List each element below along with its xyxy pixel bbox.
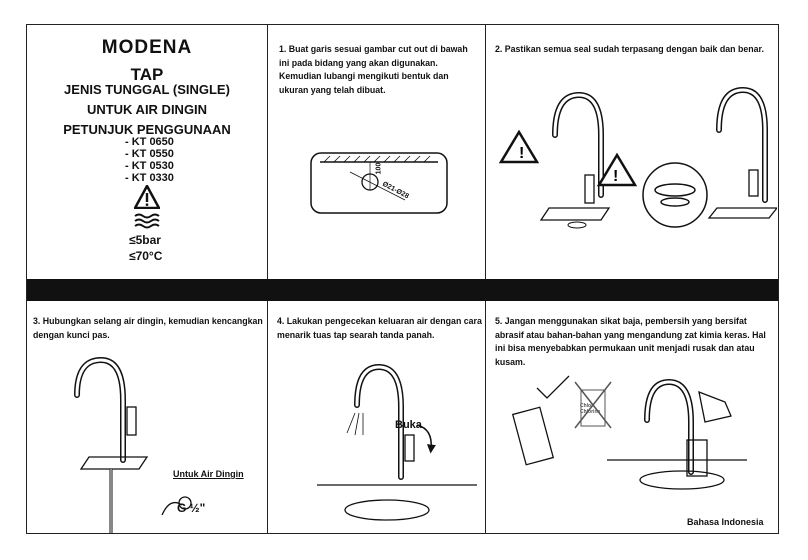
step-3-text: 3. Hubungkan selang air dingin, kemudian… [33,316,263,340]
model-list: - KT 0650 - KT 0550 - KT 0530 - KT 0330 [125,136,174,184]
brand-logo: MODENA [101,37,193,58]
step-1-text: 1. Buat garis sesuai gambar cut out di b… [279,44,468,95]
model-item: - KT 0330 [125,172,174,184]
product-usage: UNTUK AIR DINGIN [86,102,208,117]
chlorine-label: Chlor Chlorine [580,403,601,415]
pressure-spec: ≤5bar [129,233,161,247]
tap-with-seal-diagram: ! ! [498,86,777,229]
step-2-text: 2. Pastikan semua seal sudah terpasang d… [495,44,764,54]
svg-text:!: ! [519,145,524,162]
step-5-text: 5. Jangan menggunakan sikat baja, pember… [495,316,766,367]
product-type: JENIS TUNGGAL (SINGLE) [64,82,230,97]
open-label: Buka [395,419,422,431]
instruction-sheet: MODENA TAP JENIS TUNGGAL (SINGLE) UNTUK … [26,24,779,534]
cleaning-warning-diagram [511,375,747,490]
manual-title: PETUNJUK PENGGUNAAN [63,122,231,137]
model-item: - KT 0650 [125,136,174,148]
thread-size-label: G ½" [177,501,206,515]
warning-icon [134,185,160,209]
model-item: - KT 0530 [125,160,174,172]
cutout-diagram [310,152,448,214]
model-item: - KT 0550 [125,148,174,160]
product-title: TAP [130,65,164,84]
temperature-spec: ≤70°C [129,249,163,263]
cold-water-label: Untuk Air Dingin [173,469,244,479]
cutout-dim-depth: 100 [375,162,383,175]
water-waves-icon [134,213,160,229]
language-label: Bahasa Indonesia [687,517,764,527]
step-4-text: 4. Lakukan pengecekan keluaran air denga… [277,316,482,340]
svg-text:!: ! [613,168,618,185]
hose-connection-diagram [74,356,192,533]
lever-open-diagram [317,363,477,521]
row-divider-bar [27,279,778,301]
